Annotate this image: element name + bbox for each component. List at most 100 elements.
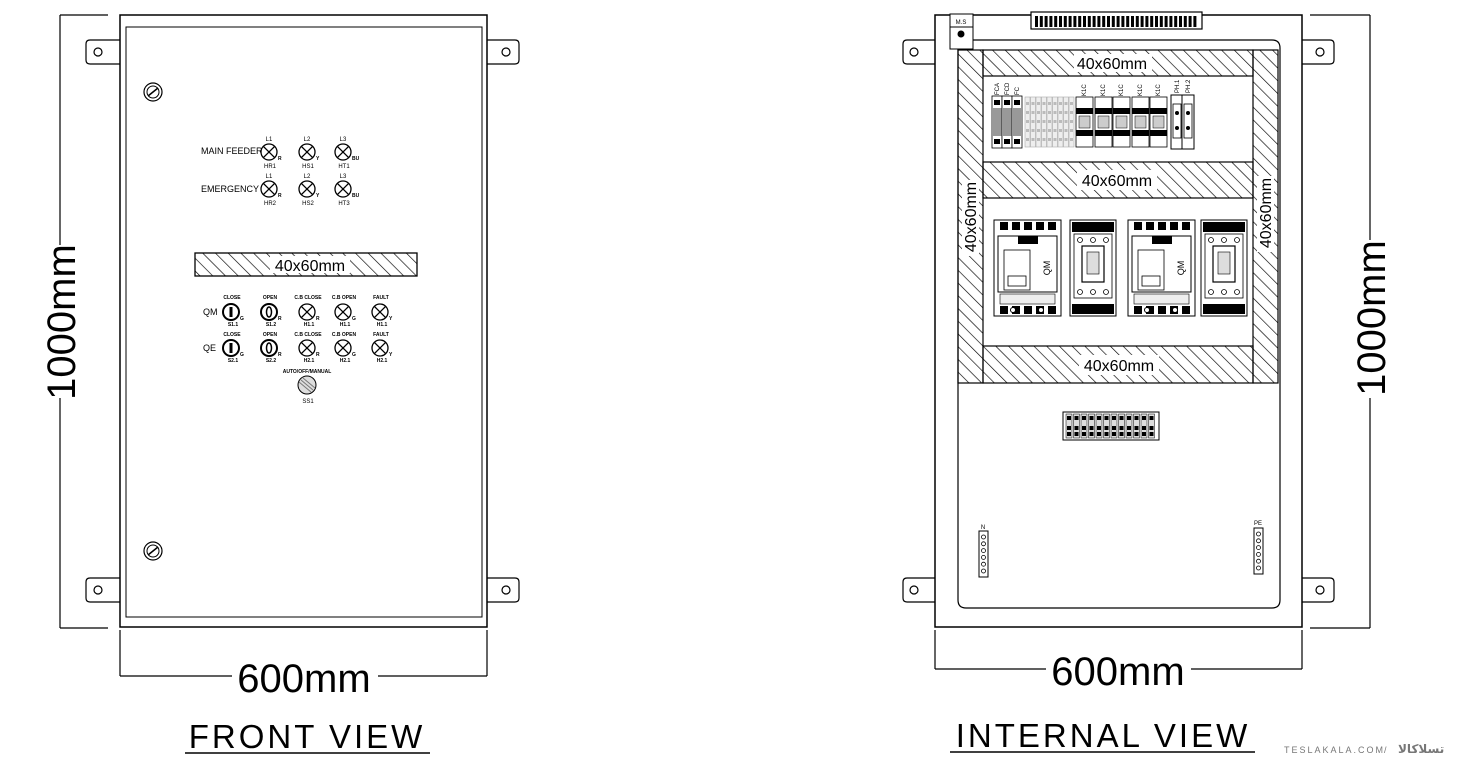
watermark-latin: TESLAKALA.COM xyxy=(1284,745,1385,755)
door-lock-icon xyxy=(143,82,163,102)
internal-width-dimension xyxy=(934,630,1303,670)
indicator-lamp-icon xyxy=(334,303,352,321)
internal-height-label: 1000mm xyxy=(1350,240,1394,396)
relay: K1C xyxy=(1131,84,1150,148)
relay-label: K1C xyxy=(1101,84,1107,96)
lamp-phase-label: L2 xyxy=(304,137,311,143)
control-tag: S2.2 xyxy=(266,358,277,364)
control-color-tag: G xyxy=(352,352,356,358)
internal-view: M.S 40x60mm 40x60mm 40x60mm 40x60mm 40x6… xyxy=(902,11,1394,754)
internal-width-label: 600mm xyxy=(1051,650,1184,694)
fuse-label: FC xyxy=(1015,86,1021,95)
front-width-label: 600mm xyxy=(237,657,370,701)
emergency-label: EMERGENCY xyxy=(201,184,259,194)
indicator-lamp-icon xyxy=(334,180,352,198)
indicator-lamp-icon xyxy=(260,180,278,198)
main-feeder-label: MAIN FEEDER xyxy=(201,146,263,156)
lamp-color-tag: BU xyxy=(352,156,360,162)
mounting-ears xyxy=(85,39,520,603)
trunking-left-label: 40x60mm xyxy=(963,182,980,252)
column-header: OPEN xyxy=(263,295,278,301)
indicator-lamp-icon xyxy=(334,143,352,161)
relay-label: K1C xyxy=(1082,84,1088,96)
earth-bar-label: PE xyxy=(1254,521,1262,527)
indicator-lamp-icon xyxy=(371,339,389,357)
relay: K1C xyxy=(1094,84,1113,148)
lamp-color-tag: Y xyxy=(316,193,320,199)
lamp-color-tag: R xyxy=(278,193,282,199)
control-color-tag: R xyxy=(278,316,282,322)
fuse-holder: FC xyxy=(1011,86,1023,149)
indicator-lamp-icon xyxy=(334,339,352,357)
fuse-holder: FCD xyxy=(1001,82,1013,149)
control-tag: H2.1 xyxy=(340,358,351,364)
lamp-tag: HT3 xyxy=(338,201,350,207)
lamp-tag: HT1 xyxy=(338,164,350,170)
qm-row-label: QM xyxy=(203,307,218,317)
column-header: CLOSE xyxy=(223,332,241,338)
control-tag: H2.1 xyxy=(377,358,388,364)
fuse-holder: FCA xyxy=(991,83,1003,149)
control-tag: H1.1 xyxy=(377,322,388,328)
indicator-lamp-icon xyxy=(298,180,316,198)
moulded-case-breaker: QM xyxy=(993,219,1062,317)
watermark-persian: تسلاکالا xyxy=(1398,742,1444,756)
relays: K1C K1C K1C K1C K1C xyxy=(1075,84,1168,148)
column-header: C.B CLOSE xyxy=(294,332,322,338)
lamp-phase-label: L3 xyxy=(340,137,347,143)
column-header: FAULT xyxy=(373,332,389,338)
front-trunking-label: 40x60mm xyxy=(275,258,345,275)
lamp-tag: HR1 xyxy=(264,164,277,170)
phase-relay: PH.2 xyxy=(1181,79,1195,150)
front-height-label: 1000mm xyxy=(40,244,84,400)
fuse-label: FCA xyxy=(995,83,1001,95)
control-tag: H2.1 xyxy=(304,358,315,364)
control-color-tag: G xyxy=(240,352,244,358)
terminal-block-stack xyxy=(1024,96,1075,148)
control-color-tag: R xyxy=(316,316,320,322)
door-lock-icon xyxy=(143,541,163,561)
phase-relay: PH.1 xyxy=(1170,79,1184,150)
selector-label: AUTO/OFF/MANUAL xyxy=(283,369,332,375)
trunking-bottom-label: 40x60mm xyxy=(1084,358,1154,375)
internal-view-title: INTERNAL VIEW xyxy=(956,717,1250,754)
indicator-lamp-icon xyxy=(298,339,316,357)
lamp-color-tag: Y xyxy=(316,156,320,162)
close-button-icon xyxy=(222,303,240,321)
main-switch-label: M.S xyxy=(956,20,967,26)
selector-switch-icon xyxy=(297,375,317,395)
relay: K1C xyxy=(1075,84,1094,148)
indicator-lamp-icon xyxy=(260,143,278,161)
control-color-tag: G xyxy=(352,316,356,322)
breaker-label: QM xyxy=(1042,261,1052,276)
phase-relay-label: PH.2 xyxy=(1186,79,1192,93)
lamp-tag: HR2 xyxy=(264,201,277,207)
relay: K1C xyxy=(1112,84,1131,148)
indicator-lamp-icon xyxy=(298,143,316,161)
control-color-tag: R xyxy=(278,352,282,358)
lamp-color-tag: R xyxy=(278,156,282,162)
column-header: FAULT xyxy=(373,295,389,301)
fuse-label: FCD xyxy=(1005,82,1011,95)
internal-height-dimension xyxy=(1310,14,1371,629)
control-tag: S2.1 xyxy=(228,358,239,364)
earth-bar xyxy=(1253,527,1264,575)
control-color-tag: Y xyxy=(389,352,393,358)
contactor xyxy=(1200,219,1248,317)
watermark: TESLAKALA.COM / تسلاکالا xyxy=(1284,742,1444,756)
neutral-bar-label: N xyxy=(981,525,985,531)
front-enclosure xyxy=(119,14,488,628)
bottom-terminal-block xyxy=(1062,411,1160,441)
indicator-lamp-icon xyxy=(371,303,389,321)
relay-label: K1C xyxy=(1119,84,1125,96)
column-header: CLOSE xyxy=(223,295,241,301)
control-color-tag: G xyxy=(240,316,244,322)
open-button-icon xyxy=(260,339,278,357)
relay-label: K1C xyxy=(1156,84,1162,96)
